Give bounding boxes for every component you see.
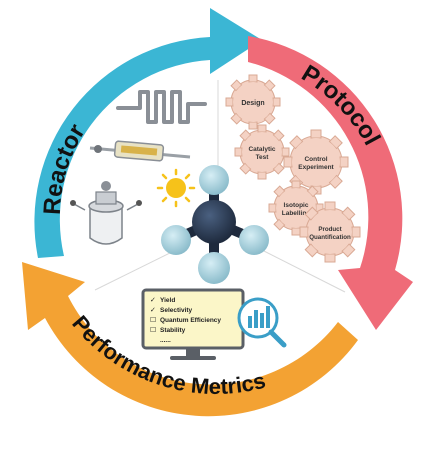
metric-item: Stability bbox=[160, 327, 186, 334]
catalyst-molecule-icon bbox=[161, 165, 269, 284]
flow-reactor-icon bbox=[116, 90, 207, 124]
metric-list: ✓ Yield ✓ Selectivity ☐ Quantum Efficiency ☐ St… bbox=[150, 297, 221, 344]
metric-item: Quantum Efficiency bbox=[160, 317, 221, 324]
metric-item: ...... bbox=[160, 337, 171, 344]
gear-design: Design bbox=[225, 74, 281, 130]
metric-mark-icon: ✓ bbox=[150, 297, 156, 304]
sun-icon bbox=[156, 168, 196, 208]
metric-item: Yield bbox=[160, 297, 175, 304]
metric-mark-icon: ✓ bbox=[150, 307, 156, 314]
protocol-arrow bbox=[248, 36, 413, 330]
magnifier-chart-icon bbox=[237, 297, 287, 348]
divider-right bbox=[257, 247, 346, 293]
metric-item: Selectivity bbox=[160, 307, 193, 314]
reactor-arrow bbox=[34, 8, 263, 258]
performance-arrow bbox=[22, 262, 358, 417]
gear-label-design: Design bbox=[241, 100, 264, 107]
tube-reactor-icon bbox=[89, 140, 191, 162]
metric-mark-icon: ☐ bbox=[150, 316, 156, 324]
batch-reactor-icon bbox=[70, 181, 142, 245]
divider-left bbox=[94, 247, 181, 291]
metrics-monitor bbox=[141, 288, 245, 360]
metric-mark-icon: ☐ bbox=[150, 326, 156, 334]
